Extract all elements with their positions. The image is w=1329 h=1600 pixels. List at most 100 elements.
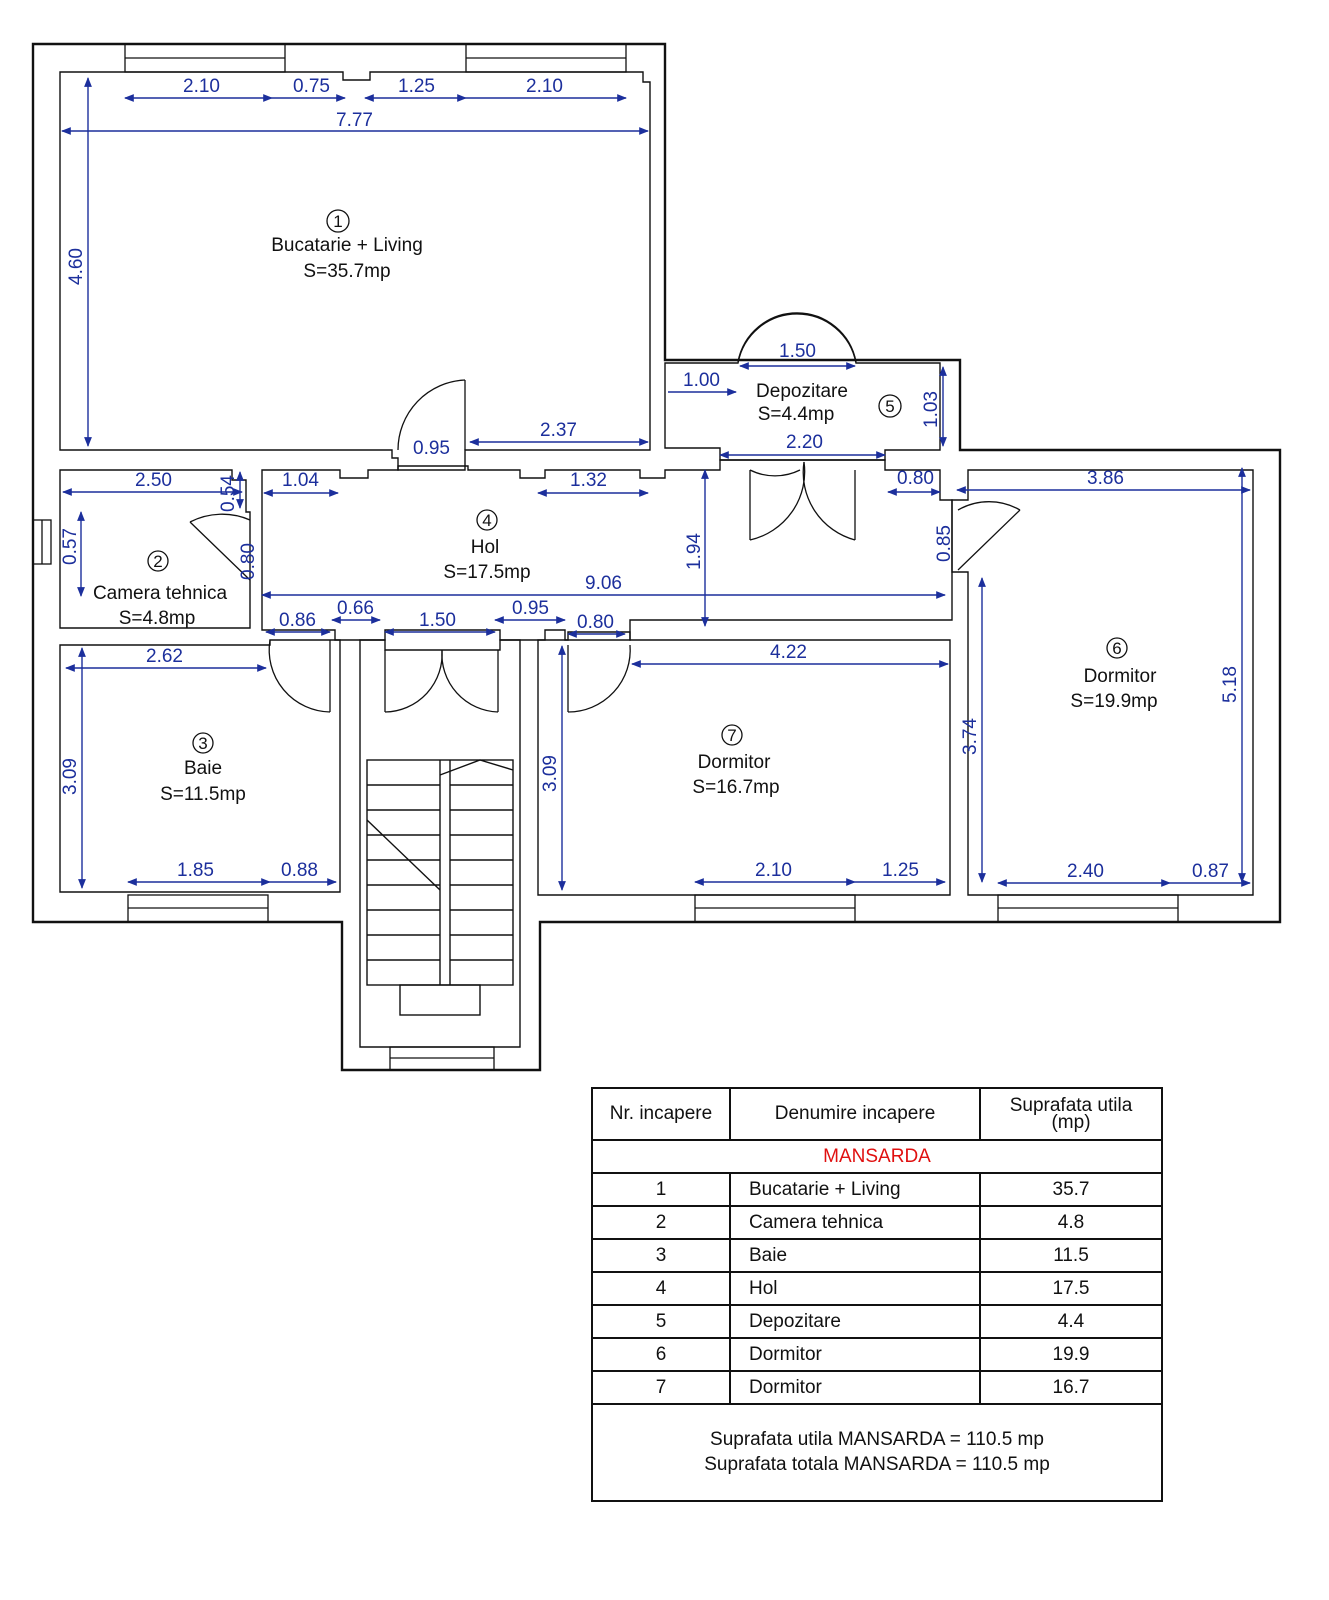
row-area: 17.5	[1052, 1277, 1090, 1299]
table-row: 4 Hol 17.5	[593, 1273, 1161, 1306]
door-room-1	[397, 379, 466, 451]
row-area: 19.9	[1052, 1343, 1090, 1365]
row-name: Depozitare	[731, 1306, 981, 1337]
dim-label: 5.18	[1220, 666, 1241, 703]
room-5-label: Depozitare S=4.4mp 5	[756, 381, 902, 425]
room-6-label: 6 Dormitor S=19.9mp	[1070, 637, 1158, 712]
header-nr: Nr. incapere	[593, 1089, 731, 1139]
dim-label: 1.03	[921, 391, 942, 428]
header-area-line2: (mp)	[1051, 1112, 1091, 1133]
door-room-5-left	[749, 469, 801, 540]
room-4-label: 4 Hol S=17.5mp	[443, 509, 531, 583]
footer-total-area: Suprafata totala MANSARDA = 110.5 mp	[704, 1454, 1050, 1475]
walls	[31, 42, 1282, 1072]
room-4-wall	[261, 459, 953, 641]
dimension-labels: 2.10 0.75 1.25 2.10 7.77 4.60 0.95 2.37 …	[60, 76, 1241, 882]
door-room-5-right-leaf	[802, 461, 856, 541]
dim-label: 4.22	[770, 642, 807, 663]
dim-label: 2.10	[755, 860, 792, 881]
table-header: Nr. incapere Denumire incapere Suprafata…	[593, 1089, 1161, 1141]
staircase	[366, 759, 514, 1016]
row-nr: 3	[593, 1240, 731, 1271]
dim-label: 1.04	[282, 470, 319, 491]
svg-text:Dormitor: Dormitor	[1084, 666, 1158, 687]
svg-text:S=35.7mp: S=35.7mp	[303, 261, 390, 282]
row-area: 4.4	[1057, 1310, 1085, 1332]
svg-text:4: 4	[482, 511, 491, 530]
dim-label: 3.86	[1087, 468, 1124, 489]
section-title: MANSARDA	[593, 1141, 1161, 1174]
svg-text:Baie: Baie	[184, 758, 222, 779]
dim-label: 0.86	[279, 610, 316, 631]
room-3-label: 3 Baie S=11.5mp	[160, 732, 246, 805]
room-7-label: 7 Dormitor S=16.7mp	[692, 724, 780, 798]
row-name: Hol	[731, 1273, 981, 1304]
svg-text:S=4.4mp: S=4.4mp	[758, 404, 835, 425]
dim-label: 1.25	[882, 860, 919, 881]
room-1-label: 1 Bucatarie + Living S=35.7mp	[271, 209, 423, 282]
dim-label: 0.88	[281, 860, 318, 881]
dim-label: 1.50	[419, 610, 456, 631]
svg-text:6: 6	[1112, 639, 1121, 658]
door-room-3	[268, 639, 331, 713]
dim-label: 3.09	[60, 758, 81, 795]
row-area: 35.7	[1052, 1178, 1090, 1200]
row-name: Dormitor	[731, 1339, 981, 1370]
row-nr: 1	[593, 1174, 731, 1205]
footer-useful-area: Suprafata utila MANSARDA = 110.5 mp	[710, 1429, 1044, 1450]
dim-label: 2.20	[786, 432, 823, 453]
dim-label: 2.40	[1067, 861, 1104, 882]
dim-label: 1.50	[779, 341, 816, 362]
outer-wall	[31, 42, 1282, 1072]
svg-text:S=11.5mp: S=11.5mp	[160, 784, 246, 805]
dim-label: 2.37	[540, 420, 577, 441]
table-footer: Suprafata utila MANSARDA = 110.5 mp Supr…	[593, 1405, 1161, 1477]
row-name: Dormitor	[731, 1372, 981, 1403]
svg-text:Depozitare: Depozitare	[756, 381, 848, 402]
dep-bay	[737, 312, 857, 363]
doors	[189, 379, 1021, 713]
dim-label: 0.66	[337, 598, 374, 619]
svg-text:S=4.8mp: S=4.8mp	[119, 608, 196, 629]
door-room-7	[567, 644, 631, 713]
room-2-wall	[59, 469, 251, 629]
row-nr: 2	[593, 1207, 731, 1238]
row-name: Bucatarie + Living	[731, 1174, 981, 1205]
table-row: 2 Camera tehnica 4.8	[593, 1207, 1161, 1240]
dim-label: 0.80	[577, 612, 614, 633]
dim-label: 0.80	[238, 543, 259, 580]
dim-label: 1.85	[177, 860, 214, 881]
dim-label: 1.25	[398, 76, 435, 97]
dim-label: 1.32	[570, 470, 607, 491]
table-row: 6 Dormitor 19.9	[593, 1339, 1161, 1372]
row-nr: 5	[593, 1306, 731, 1337]
dim-label: 2.10	[183, 76, 220, 97]
row-nr: 6	[593, 1339, 731, 1370]
dim-label: 0.95	[413, 438, 450, 459]
room-6-wall	[951, 469, 1254, 896]
row-name: Camera tehnica	[731, 1207, 981, 1238]
dim-label: 7.77	[336, 110, 373, 131]
door-room-2	[189, 513, 251, 581]
table-row: 7 Dormitor 16.7	[593, 1372, 1161, 1405]
dim-label: 0.80	[897, 468, 934, 489]
dim-label: 0.57	[60, 528, 81, 565]
dim-label: 0.75	[293, 76, 330, 97]
svg-text:Camera tehnica: Camera tehnica	[93, 583, 228, 604]
dim-label: 1.00	[683, 370, 720, 391]
row-area: 4.8	[1057, 1211, 1085, 1233]
svg-text:2: 2	[153, 552, 162, 571]
dim-label: 1.94	[684, 533, 705, 570]
svg-text:Hol: Hol	[471, 537, 500, 558]
table-row: 3 Baie 11.5	[593, 1240, 1161, 1273]
row-name: Baie	[731, 1240, 981, 1271]
area-table: Nr. incapere Denumire incapere Suprafata…	[591, 1087, 1163, 1502]
svg-text:S=17.5mp: S=17.5mp	[443, 562, 530, 583]
header-area-line1: Suprafata utila	[1009, 1095, 1133, 1116]
row-area: 11.5	[1053, 1244, 1089, 1266]
svg-text:Dormitor: Dormitor	[698, 752, 772, 773]
windows	[32, 43, 1179, 1071]
dim-label: 0.95	[512, 598, 549, 619]
door-stair-left	[384, 649, 443, 713]
